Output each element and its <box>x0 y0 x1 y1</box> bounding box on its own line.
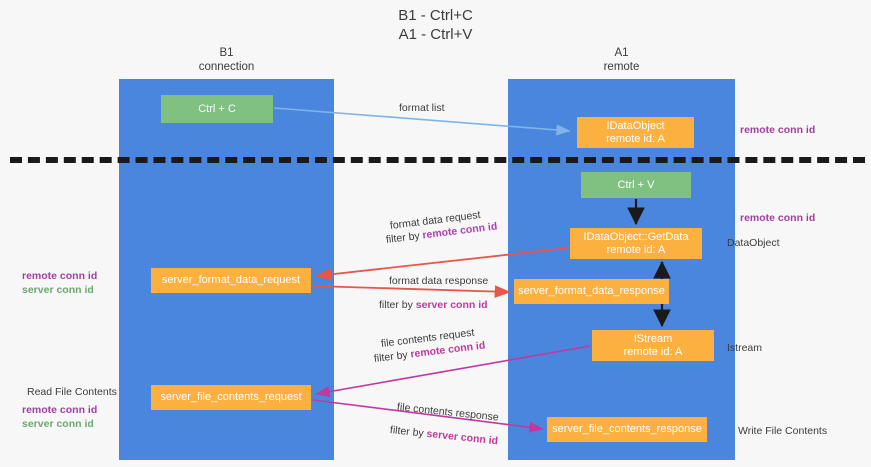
box-server-file-contents-request[interactable]: server_file_contents_request <box>151 385 311 410</box>
lane-heading-a1: A1 remote <box>603 47 640 73</box>
dashed-divider <box>10 157 865 163</box>
annotation-read-file-contents: Read File Contents <box>27 386 117 398</box>
arrow-format-list <box>273 107 571 136</box>
box-idataobject[interactable]: IDataObject remote id: A <box>577 117 694 148</box>
annotation-right-remote-conn-id-mid: remote conn id <box>740 212 816 224</box>
arrow-format-data-response <box>312 285 511 298</box>
edge-label-format-data-response-filter: filter by server conn id <box>379 298 488 312</box>
box-idataobject-getdata[interactable]: IDataObject::GetData remote id: A <box>570 228 702 259</box>
arrow-file-contents-response <box>312 399 544 433</box>
filter-prefix-4: filter by <box>389 424 428 440</box>
filter-prefix-2: filter by <box>379 299 416 311</box>
annotation-left-conn-id-pair-2: remote conn id server conn id <box>22 403 97 431</box>
annotation-istream: Istream <box>727 342 763 354</box>
box-istream[interactable]: IStream remote id: A <box>592 330 714 361</box>
arrow-file-contents-request <box>315 345 591 398</box>
edge-label-format-list: format list <box>399 102 445 114</box>
box-server-format-data-response[interactable]: server_format_data_response <box>514 279 669 304</box>
annotation-dataobject: DataObject <box>727 237 780 249</box>
lane-heading-b1: B1 connection <box>198 47 255 73</box>
annotation-right-remote-conn-id-top: remote conn id <box>740 124 816 136</box>
annotation-left-remote-conn-id-2: remote conn id <box>22 404 98 416</box>
page-title: B1 - Ctrl+C A1 - Ctrl+V <box>398 7 473 43</box>
box-ctrl-c[interactable]: Ctrl + C <box>161 95 273 123</box>
annotation-left-conn-id-pair-1: remote conn id server conn id <box>22 269 97 297</box>
arrow-format-data-request <box>315 247 569 281</box>
edge-label-format-data-response: format data response <box>389 275 489 287</box>
annotation-left-server-conn-id: server conn id <box>22 284 94 296</box>
annotation-left-remote-conn-id: remote conn id <box>22 270 98 282</box>
annotation-left-server-conn-id-2: server conn id <box>22 418 94 430</box>
box-ctrl-v[interactable]: Ctrl + V <box>581 172 691 198</box>
box-server-format-data-request[interactable]: server_format_data_request <box>151 268 311 293</box>
box-server-file-contents-response[interactable]: server_file_contents_response <box>547 417 707 442</box>
filter-key-server-conn-id-1: server conn id <box>415 299 488 311</box>
annotation-write-file-contents: Write File Contents <box>738 425 828 437</box>
